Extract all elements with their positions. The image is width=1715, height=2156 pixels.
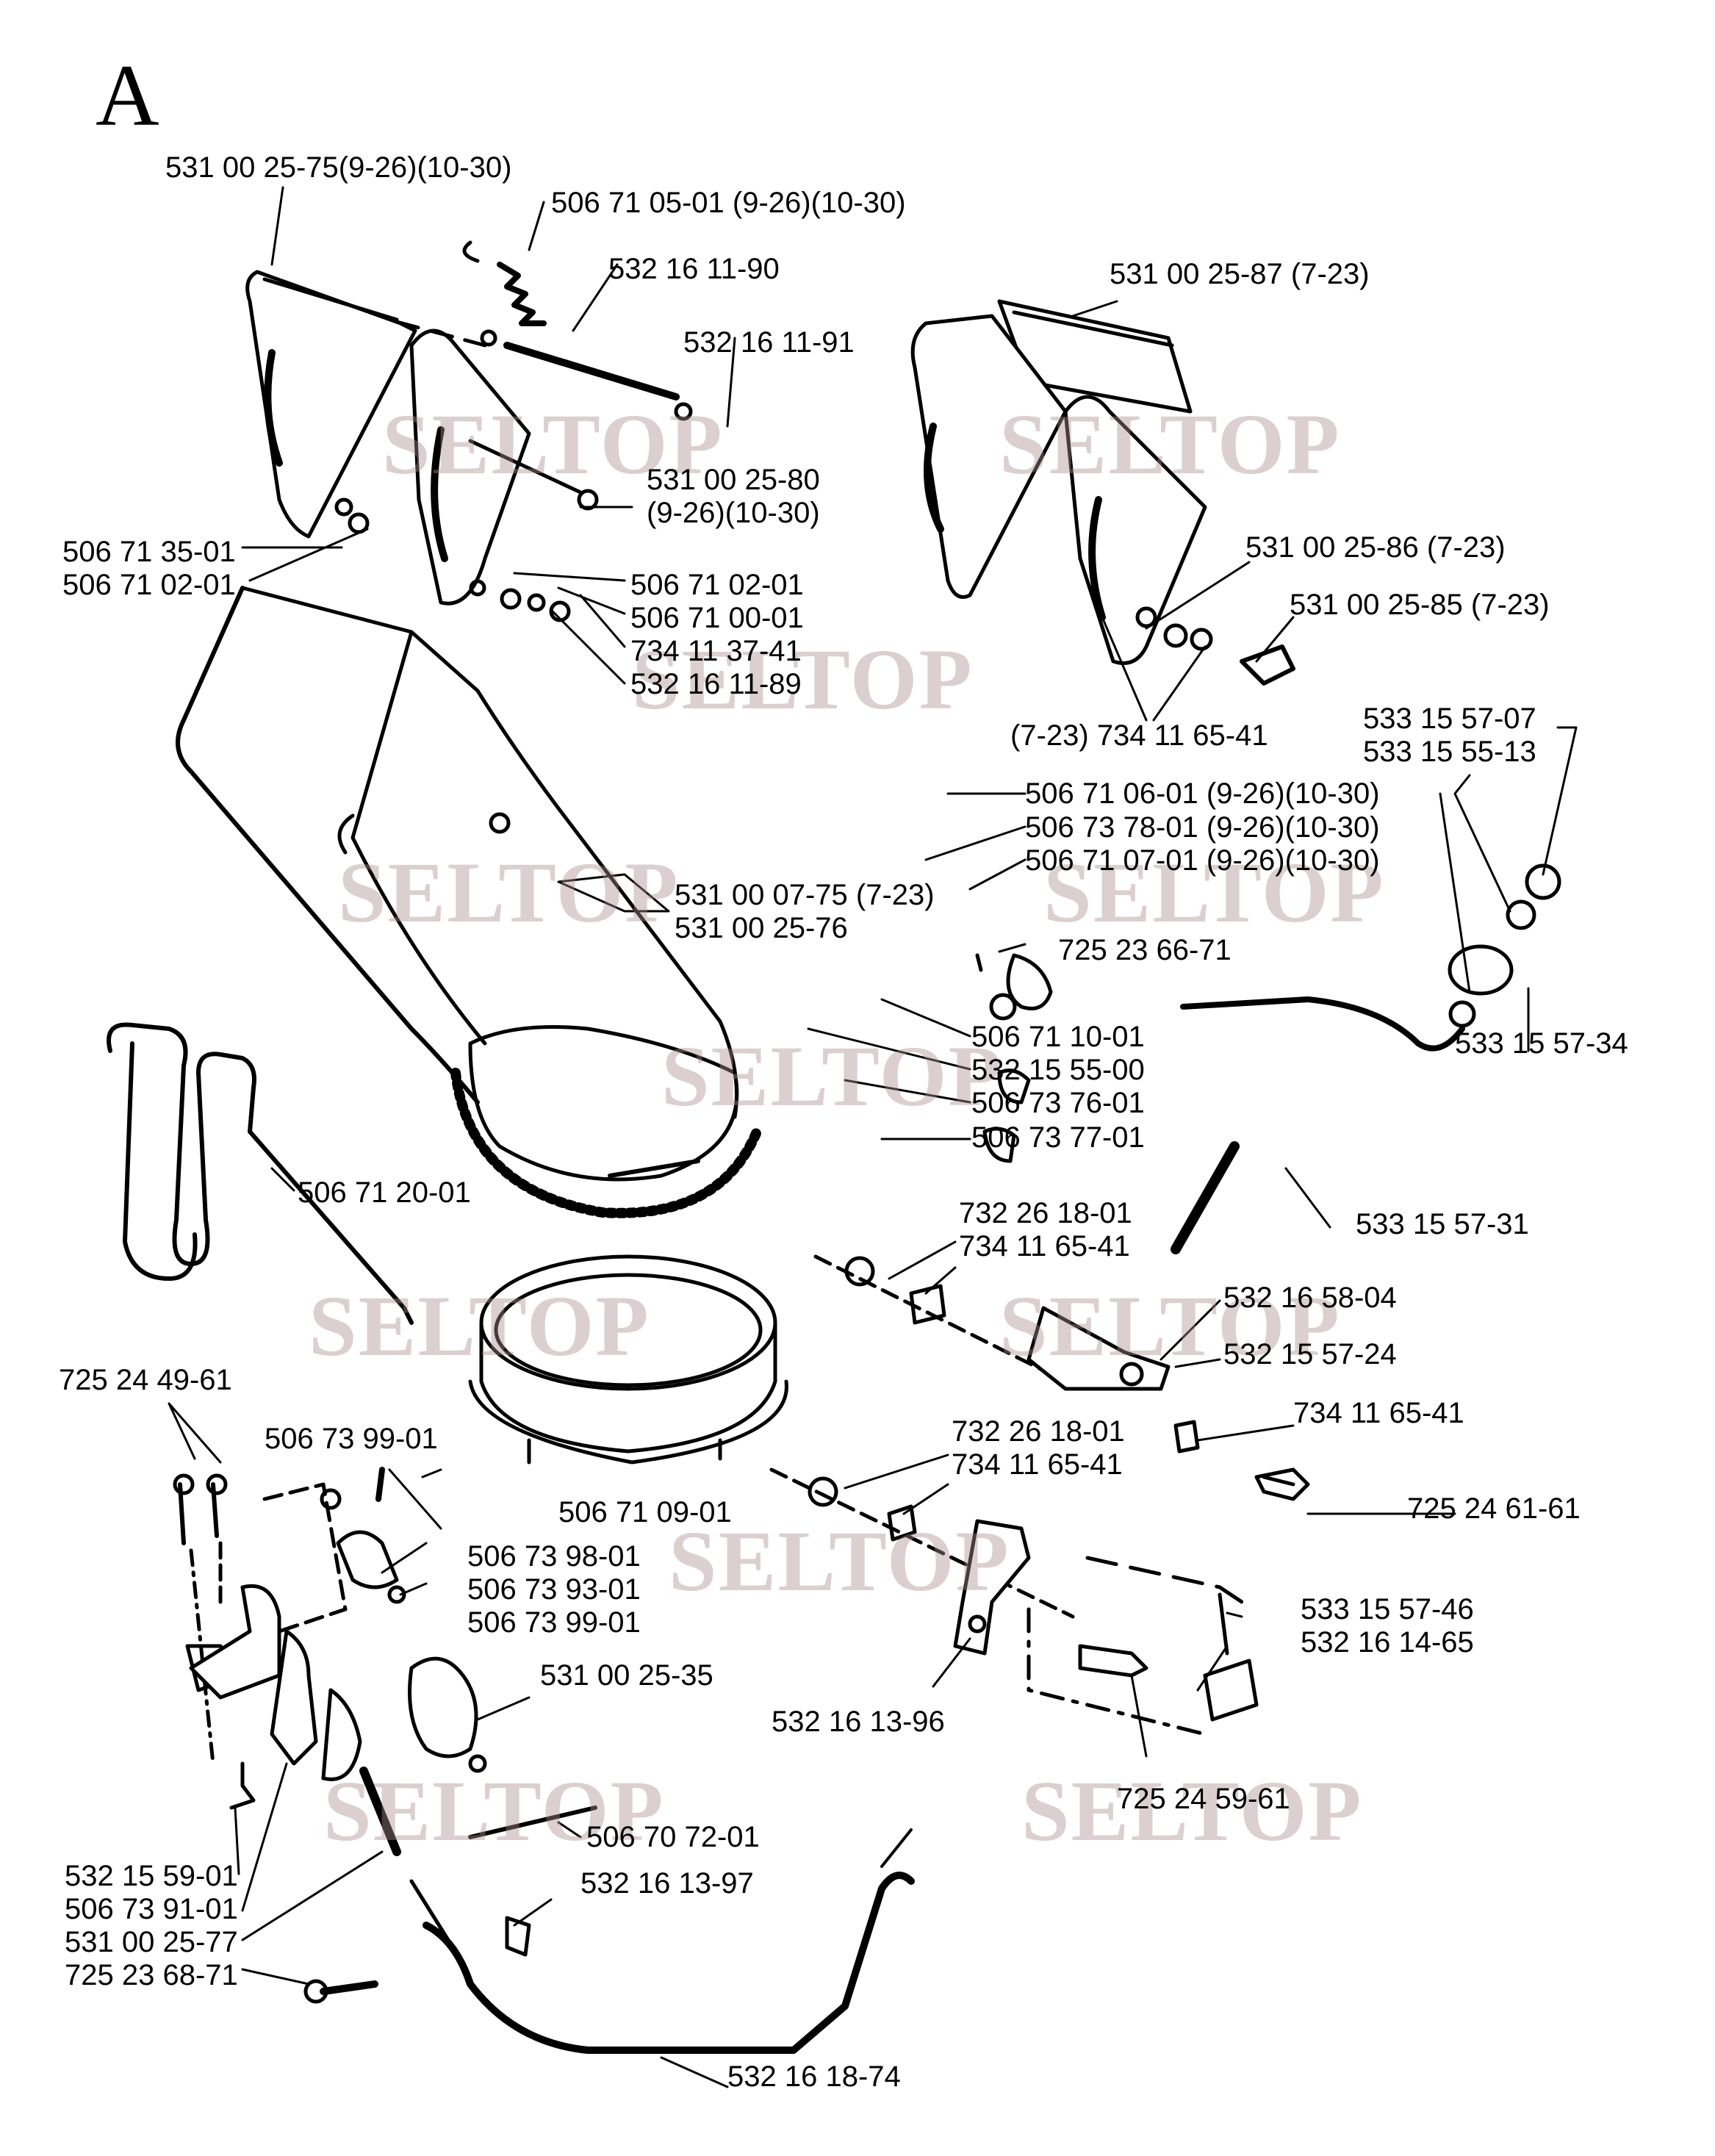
watermark: SELTOP xyxy=(669,1513,1010,1609)
watermark: SELTOP xyxy=(999,396,1341,492)
part-label: 506 73 99-01 xyxy=(265,1423,438,1455)
watermark: SELTOP xyxy=(1021,1763,1363,1859)
part-label: 506 71 06-01 (9-26)(10-30) xyxy=(1025,777,1380,810)
bracket-drawing xyxy=(769,1254,1310,1736)
watermark: SELTOP xyxy=(632,631,974,727)
part-label: 532 15 59-01 xyxy=(65,1860,238,1892)
part-label: 506 71 20-01 xyxy=(298,1176,471,1209)
part-label: 531 00 25-80 xyxy=(647,464,820,496)
leader-lines xyxy=(168,186,1578,2088)
part-label: 725 24 59-61 xyxy=(1117,1783,1290,1815)
part-label: 506 71 35-01 xyxy=(62,536,236,568)
part-label: 531 00 25-35 xyxy=(540,1659,713,1692)
watermark: SELTOP xyxy=(999,1278,1341,1374)
part-label: 506 71 10-01 xyxy=(971,1021,1145,1053)
part-label: 734 11 65-41 xyxy=(959,1230,1130,1262)
part-label: (7-23) 734 11 65-41 xyxy=(1010,719,1268,752)
part-label: 533 15 57-34 xyxy=(1455,1027,1628,1060)
part-label: 734 11 37-41 xyxy=(630,635,802,667)
part-label: 734 11 65-41 xyxy=(1293,1397,1464,1429)
part-label: 532 16 13-96 xyxy=(772,1706,945,1738)
part-label: 506 73 78-01 (9-26)(10-30) xyxy=(1025,811,1380,844)
part-label: 531 00 07-75 (7-23) xyxy=(675,879,935,911)
part-label: 506 71 02-01 xyxy=(630,569,804,601)
part-label: 532 16 11-90 xyxy=(608,253,780,285)
part-label: 506 73 98-01 xyxy=(467,1540,641,1573)
part-label: 531 00 25-85 (7-23) xyxy=(1290,589,1550,621)
part-label: 506 73 99-01 xyxy=(467,1606,641,1639)
part-label: 533 15 55-13 xyxy=(1363,736,1536,768)
switch-assembly-drawing xyxy=(173,1467,915,2054)
part-label: 532 16 11-89 xyxy=(630,668,802,700)
part-label: 506 71 09-01 xyxy=(558,1496,732,1528)
chute-drawing xyxy=(176,586,762,1218)
ring-drawing xyxy=(468,1254,788,1465)
part-label: 734 11 65-41 xyxy=(952,1448,1123,1481)
deflector-left-drawing xyxy=(245,270,571,622)
part-label: 506 73 91-01 xyxy=(65,1893,238,1925)
part-label: 725 23 66-71 xyxy=(1058,934,1232,966)
part-label: 532 16 14-65 xyxy=(1301,1626,1474,1659)
deflector-right-drawing xyxy=(910,299,1295,686)
part-label: 533 15 57-31 xyxy=(1356,1208,1529,1240)
watermark: SELTOP xyxy=(323,1763,665,1859)
part-label: 533 15 57-46 xyxy=(1301,1593,1474,1625)
section-letter: A xyxy=(96,46,159,144)
watermark: SELTOP xyxy=(309,1278,650,1374)
part-label: 532 16 11-91 xyxy=(683,326,855,359)
part-label: 506 71 00-01 xyxy=(630,602,804,634)
spring-rod-drawing xyxy=(462,240,693,511)
wire-loop-drawing xyxy=(107,1022,414,1325)
part-label: 531 00 25-75(9-26)(10-30) xyxy=(165,151,512,184)
part-label: 531 00 25-76 xyxy=(675,912,848,944)
part-label: 506 71 07-01 (9-26)(10-30) xyxy=(1025,844,1380,877)
part-label: 732 26 18-01 xyxy=(952,1415,1125,1448)
part-label: 531 00 25-86 (7-23) xyxy=(1245,531,1506,564)
part-label: 506 71 05-01 (9-26)(10-30) xyxy=(551,187,906,219)
watermark: SELTOP xyxy=(661,1028,1003,1124)
part-label: 531 00 25-77 xyxy=(65,1926,238,1958)
linkage-drawing xyxy=(975,863,1561,1254)
part-label: 532 16 58-04 xyxy=(1223,1282,1397,1314)
part-label: 531 00 25-87 (7-23) xyxy=(1110,258,1370,290)
watermark: SELTOP xyxy=(382,396,724,492)
part-label: 725 24 49-61 xyxy=(59,1364,232,1396)
part-label: 532 16 13-97 xyxy=(580,1867,754,1900)
part-label: 506 73 76-01 xyxy=(971,1087,1145,1119)
watermark: SELTOP xyxy=(1043,844,1385,941)
part-label: 732 26 18-01 xyxy=(959,1197,1132,1229)
part-label: 725 23 68-71 xyxy=(65,1959,238,1991)
watermark: SELTOP xyxy=(338,844,680,941)
part-label: 725 24 61-61 xyxy=(1407,1492,1581,1525)
part-label: 532 15 57-24 xyxy=(1223,1338,1397,1370)
part-label: 506 73 93-01 xyxy=(467,1573,641,1606)
part-label: 506 73 77-01 xyxy=(971,1121,1145,1154)
part-label: (9-26)(10-30) xyxy=(647,497,820,529)
part-label: 532 16 18-74 xyxy=(727,2060,901,2093)
part-label: 532 15 55-00 xyxy=(971,1054,1145,1086)
part-label: 533 15 57-07 xyxy=(1363,703,1536,735)
part-label: 506 71 02-01 xyxy=(62,569,236,601)
part-label: 506 70 72-01 xyxy=(586,1821,760,1853)
